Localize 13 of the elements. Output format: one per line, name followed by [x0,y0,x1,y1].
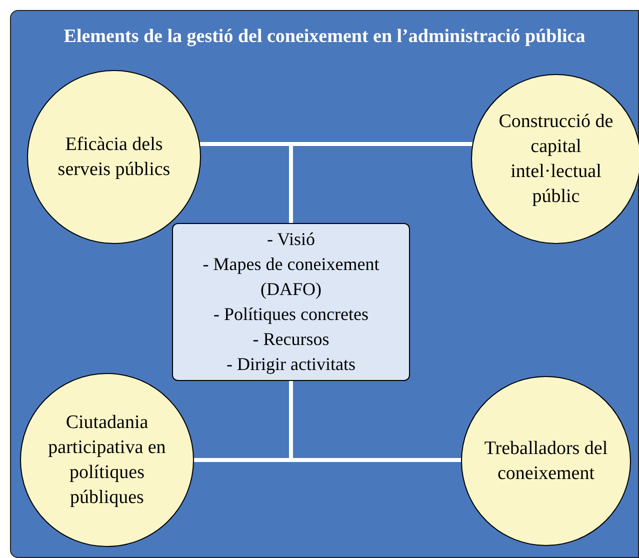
rounded-box [172,223,410,381]
node-label: - Recursos [252,328,330,351]
node-label: - Dirigir activitats [226,353,356,376]
node-label: Eficàcia dels serveis públics [56,133,172,182]
node-label: - Polítiques concretes [212,303,370,326]
node-label: - Visió [266,228,316,251]
node-label: Construcció de capital intel·lectual públic [498,110,614,209]
panel [10,10,639,558]
panel-title: Elements de la gestió del coneixement en l’administració pública [62,25,586,49]
node-label: - Mapes de coneixement (DAFO) [202,253,380,301]
node-label: Treballadors del coneixement [483,437,609,486]
node-label: Ciutadania participativa en polítiques públiques [47,411,167,510]
connector-line [289,381,461,462]
